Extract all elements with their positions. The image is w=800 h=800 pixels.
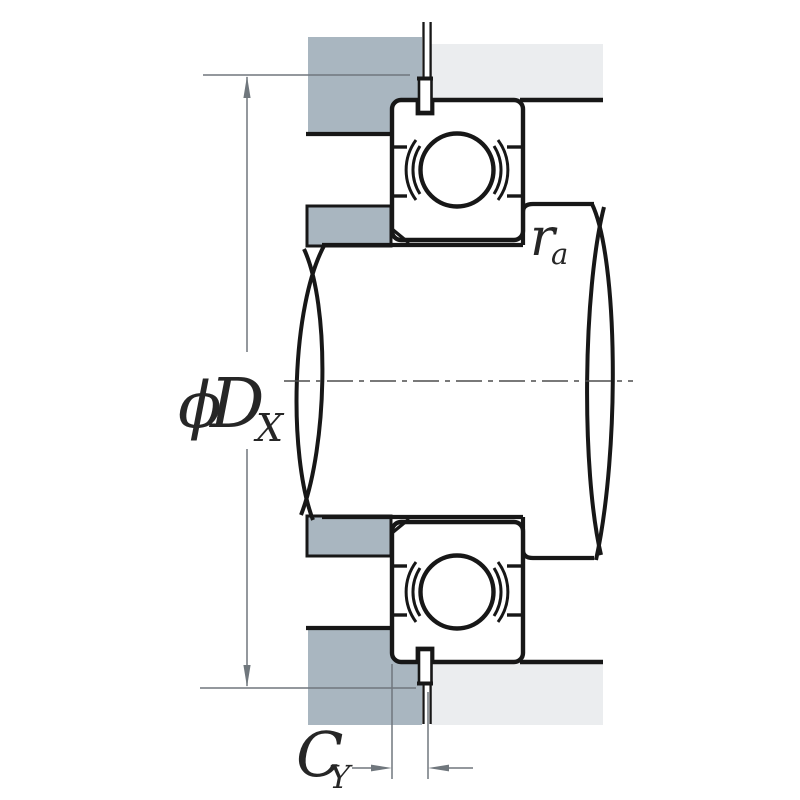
dimension-snap-ring-width [352,664,473,779]
raceway-arc-right-outer [496,139,510,201]
label-shoulder-fillet: r a [530,208,568,271]
raceway-arc-left-outer [404,139,418,201]
inner-ring-chamfer-lower [390,517,411,535]
snap-ring-lower [417,648,433,686]
arrowhead-down-icon [243,665,251,687]
label-snap-ring-width: C Y [296,718,353,796]
shaft-break-right-curve-1 [590,203,615,561]
bearing-lower-section [389,517,526,724]
ball-lower [418,553,496,631]
labels: ϕ D X r a C Y [178,208,568,796]
shaft-break-left-curve-2 [299,248,325,516]
arrowhead-left-icon [428,764,449,772]
raceway-arc-left-inner [411,145,422,195]
raceway-arc-right-inner-lower [492,567,503,617]
housing-upper-right [431,44,603,100]
snap-ring-upper [417,76,433,114]
housing-sections [305,37,603,725]
arrowhead-right-icon [371,764,392,772]
raceway-arc-left-outer-lower [404,561,418,623]
shaft-shoulder-bottom [520,517,594,561]
housing-lower-right [431,662,603,725]
raceway-arc-left-inner-lower [411,567,422,617]
raceway-arc-right-outer-lower [496,561,510,623]
ball-upper [418,131,496,209]
phi-symbol: ϕ [178,369,222,443]
arrowhead-up-icon [243,76,251,98]
spacer-upper [305,204,393,248]
raceway-arc-right-inner [492,145,503,195]
dimension-snap-ring-diameter [200,74,416,689]
label-snap-ring-diameter: ϕ D X [178,365,285,450]
bearing-upper-section [389,22,526,245]
inner-ring-chamfer-upper [390,227,411,245]
spacer-lower [305,514,393,558]
